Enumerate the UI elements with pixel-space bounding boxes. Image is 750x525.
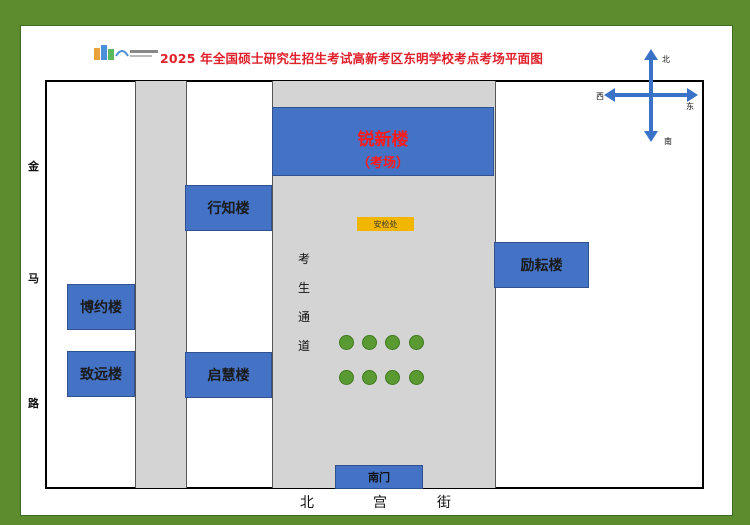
building-liyun[interactable]: 励耘楼 [494, 242, 589, 288]
channel-char: 通 [297, 310, 310, 324]
building-ruixin-note: （考场） [356, 156, 409, 171]
building-qihui[interactable]: 启慧楼 [185, 352, 272, 398]
channel-char: 生 [297, 281, 310, 295]
tree-icon [409, 370, 424, 385]
inner-road [135, 81, 187, 488]
compass-rose-icon [604, 49, 698, 142]
tree-icon [362, 370, 377, 385]
south-gate[interactable]: 南门 [335, 465, 423, 489]
tree-icon [339, 370, 354, 385]
tree-icon [385, 335, 400, 350]
building-boyue[interactable]: 博约楼 [67, 284, 135, 330]
tree-icon [339, 335, 354, 350]
tree-icon [362, 335, 377, 350]
south-street-char: 宫 [373, 495, 387, 511]
building-ruixin[interactable]: 锐新楼 （考场） [272, 107, 494, 176]
compass-north: 北 [662, 55, 670, 64]
school-logo [94, 45, 158, 60]
south-street-char: 街 [437, 495, 451, 511]
west-road-char: 马 [28, 272, 39, 285]
west-road-char: 路 [28, 397, 39, 410]
building-ruixin-name: 锐新楼 [357, 130, 409, 150]
compass-south: 南 [664, 137, 672, 146]
compass-east: 东 [686, 102, 694, 111]
building-zhiyuan[interactable]: 致远楼 [67, 351, 135, 397]
compass-west: 西 [596, 92, 604, 101]
building-xingzhi[interactable]: 行知楼 [185, 185, 272, 231]
security-checkpoint: 安检处 [357, 217, 414, 231]
channel-char: 道 [297, 339, 310, 353]
channel-char: 考 [297, 252, 310, 266]
examinee-channel-label: 考 生 通 道 [297, 245, 311, 361]
west-road-char: 金 [28, 160, 39, 173]
tree-icon [409, 335, 424, 350]
map-title: 2025 年全国硕士研究生招生考试高新考区东明学校考点考场平面图 [160, 51, 544, 66]
south-street-char: 北 [300, 495, 314, 511]
tree-icon [385, 370, 400, 385]
